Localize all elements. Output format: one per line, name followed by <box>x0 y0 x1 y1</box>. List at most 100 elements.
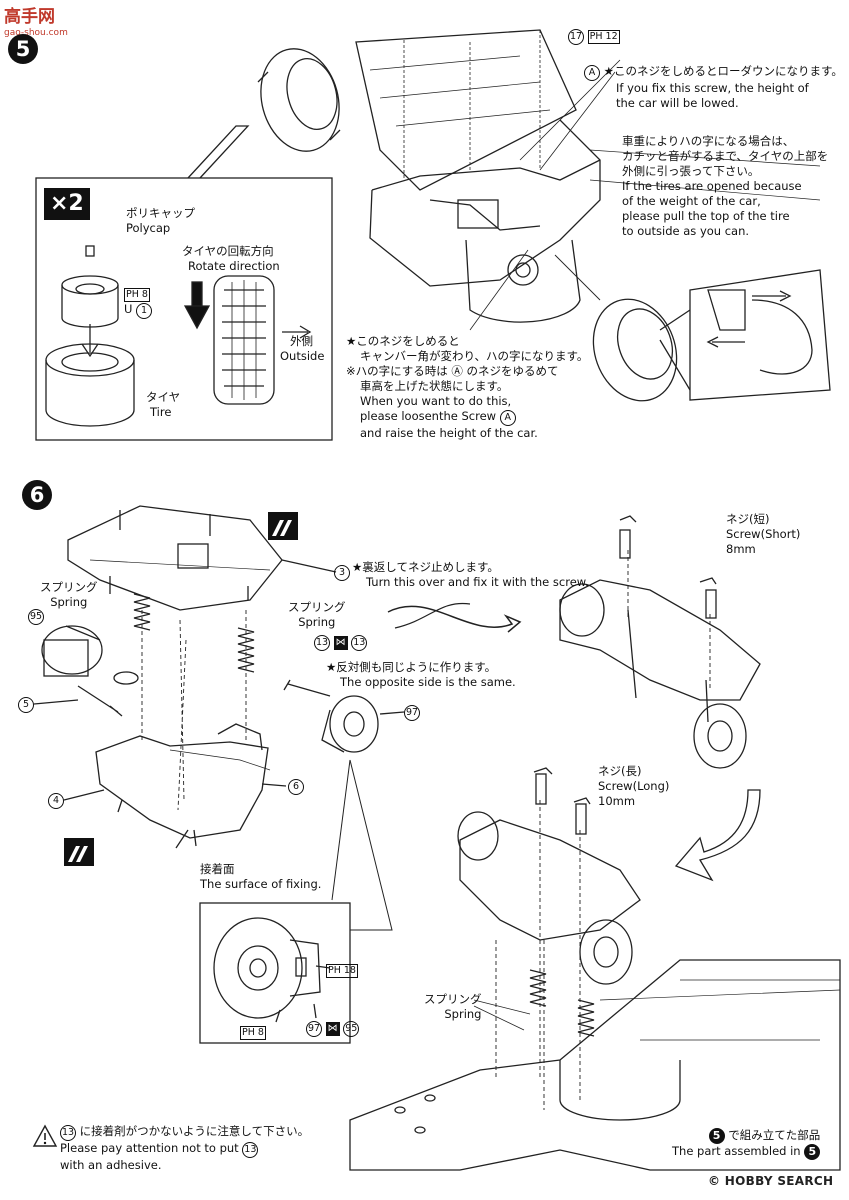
site-url: gao-shou.com <box>4 28 68 38</box>
callout-17: 17 PH 12 <box>568 28 620 45</box>
screw-short-en: Screw(Short) <box>726 527 801 541</box>
part-13-b: 13 <box>351 635 368 651</box>
spring-mid-jp: スプリング <box>288 600 346 614</box>
runner-u: U <box>124 302 133 316</box>
part-95-label: 95 <box>28 608 44 625</box>
screw-short-label: ネジ(短) Screw(Short) 8mm <box>726 512 800 557</box>
polycap-en: Polycap <box>126 221 171 235</box>
spring-left-en: Spring <box>50 595 88 609</box>
spring-bottom-en: Spring <box>444 1007 482 1021</box>
tire-opening-note: 車重によりハの字になる場合は、 カチッと音がするまで、タイヤの上部を 外側に引っ… <box>622 134 828 239</box>
assembled-en: The part assembled in <box>672 1144 801 1158</box>
inset-ph18: PH 18 <box>326 962 358 978</box>
polycap-label: ポリキャップ Polycap <box>126 206 195 236</box>
assembled-jp: で組み立てた部品 <box>728 1128 821 1142</box>
screw-short-jp: ネジ(短) <box>726 512 770 526</box>
inset-part-95: 95 <box>343 1021 360 1037</box>
screw-a-marker: A <box>584 65 600 81</box>
tire-note-jp-2: カチッと音がするまで、タイヤの上部を <box>622 149 829 163</box>
polycap-jp: ポリキャップ <box>126 206 195 220</box>
spring-bottom-jp: スプリング <box>424 992 482 1006</box>
warning-en-part-13: 13 <box>242 1142 259 1158</box>
warning-jp: に接着剤がつかないように注意して下さい。 <box>79 1124 310 1138</box>
screw-long-label: ネジ(長) Screw(Long) 10mm <box>598 764 669 809</box>
tire-note-en-1: If the tires are opened because <box>622 179 802 193</box>
part-number-17: 17 <box>568 29 584 45</box>
tire-note-en-4: to outside as you can. <box>622 224 750 238</box>
camber-en-2: please loosenthe Screw <box>360 409 497 423</box>
rotate-direction-label: タイヤの回転方向 Rotate direction <box>182 244 280 274</box>
screw-a-en-2: the car will be lowed. <box>616 96 739 110</box>
outside-en: Outside <box>280 349 325 363</box>
screw-long-jp: ネジ(長) <box>598 764 642 778</box>
tire-note-en-3: please pull the top of the tire <box>622 209 790 223</box>
fixing-en: The surface of fixing. <box>200 877 322 891</box>
assembled-part-note: 5 で組み立てた部品 The part assembled in 5 <box>672 1128 821 1160</box>
opposite-en: The opposite side is the same. <box>340 675 516 689</box>
hobby-search-watermark: © HOBBY SEARCH <box>708 1174 833 1188</box>
screw-long-en: Screw(Long) <box>598 779 670 793</box>
part-4-num: 4 <box>48 793 64 809</box>
fixing-jp: 接着面 <box>200 862 235 876</box>
screw-13-label: 13 ⋈ 13 <box>314 634 368 651</box>
camber-en-3: and raise the height of the car. <box>360 426 538 440</box>
camber-jp-1: ★このネジをしめると <box>346 334 460 348</box>
spring-mid-label: スプリング Spring <box>288 600 346 630</box>
ph-tag-12: PH 12 <box>587 30 620 44</box>
part-13-a: 13 <box>314 635 330 651</box>
tire-note-en-2: of the weight of the car, <box>622 194 761 208</box>
part-3-label: 3 <box>334 564 350 581</box>
spring-mid-en: Spring <box>298 615 336 629</box>
bowtie-icon-2: ⋈ <box>325 1022 340 1036</box>
ph-tag-8: PH 8 <box>124 288 150 302</box>
screw-a-note: A ★このネジをしめるとローダウンになります。 If you fix this … <box>584 64 843 111</box>
screw-a-en-1: If you fix this screw, the height of <box>616 81 809 95</box>
warning-en-2: with an adhesive. <box>60 1158 162 1172</box>
camber-jp-3: ※ハの字にする時は Ⓐ のネジをゆるめて <box>346 364 559 378</box>
ph-tag-8b: PH 8 <box>240 1026 266 1040</box>
site-watermark-top: 高手网 gao-shou.com <box>4 2 68 40</box>
camber-note: ★このネジをしめると キャンバー角が変わり、ハの字になります。 ※ハの字にする時… <box>346 334 588 441</box>
watermark-brand: HOBBY SEARCH <box>724 1174 834 1188</box>
rotate-jp: タイヤの回転方向 <box>182 244 274 258</box>
step-6-number: 6 <box>22 480 52 510</box>
tire-note-jp-3: 外側に引っ張って下さい。 <box>622 164 760 178</box>
tire-jp: タイヤ <box>146 390 181 404</box>
warning-en-1: Please pay attention not to put <box>60 1141 239 1155</box>
outside-label: 外側 Outside <box>280 334 324 364</box>
camber-screw-a-marker: A <box>499 410 516 426</box>
part-97-num: 97 <box>404 705 420 721</box>
camber-jp-4: 車高を上げた状態にします。 <box>360 379 509 393</box>
opposite-side-note: ★反対側も同じように作ります。 The opposite side is the… <box>326 660 516 690</box>
tire-label: タイヤ Tire <box>146 390 180 420</box>
part-3-num: 3 <box>334 565 350 581</box>
tire-en: Tire <box>150 405 172 419</box>
warning-part-13: 13 <box>60 1125 76 1141</box>
spring-bottom-label: スプリング Spring <box>424 992 482 1022</box>
part-6-label: 6 <box>288 778 304 795</box>
tire-note-jp-1: 車重によりハの字になる場合は、 <box>622 134 795 148</box>
part-5-label: 5 <box>18 696 34 713</box>
inset-part-97: 97 <box>306 1021 322 1037</box>
part-5-num: 5 <box>18 697 34 713</box>
turn-jp: ★裏返してネジ止めします。 <box>352 560 499 574</box>
turn-en: Turn this over and fix it with the screw… <box>366 575 589 589</box>
part-95-num: 95 <box>28 609 44 625</box>
assembled-step-ref: 5 <box>708 1128 725 1144</box>
part-6-num: 6 <box>288 779 304 795</box>
part-4-label: 4 <box>48 792 64 809</box>
opposite-jp: ★反対側も同じように作ります。 <box>326 660 497 674</box>
camber-jp-2: キャンバー角が変わり、ハの字になります。 <box>360 349 589 363</box>
adhesive-warning: 13 に接着剤がつかないように注意して下さい。 Please pay atten… <box>60 1124 309 1173</box>
screw-short-len: 8mm <box>726 542 756 556</box>
site-logo: 高手网 <box>4 7 55 27</box>
spring-left-label: スプリング Spring <box>40 580 98 610</box>
spring-left-jp: スプリング <box>40 580 98 594</box>
runner-u-num: 1 <box>136 303 153 319</box>
step-5-number: 5 <box>8 34 38 64</box>
inset-ph8: PH 8 <box>240 1024 266 1040</box>
bowtie-icon: ⋈ <box>333 636 348 650</box>
screw-a-jp: ★このネジをしめるとローダウンになります。 <box>603 64 843 78</box>
screw-long-len: 10mm <box>598 794 636 808</box>
